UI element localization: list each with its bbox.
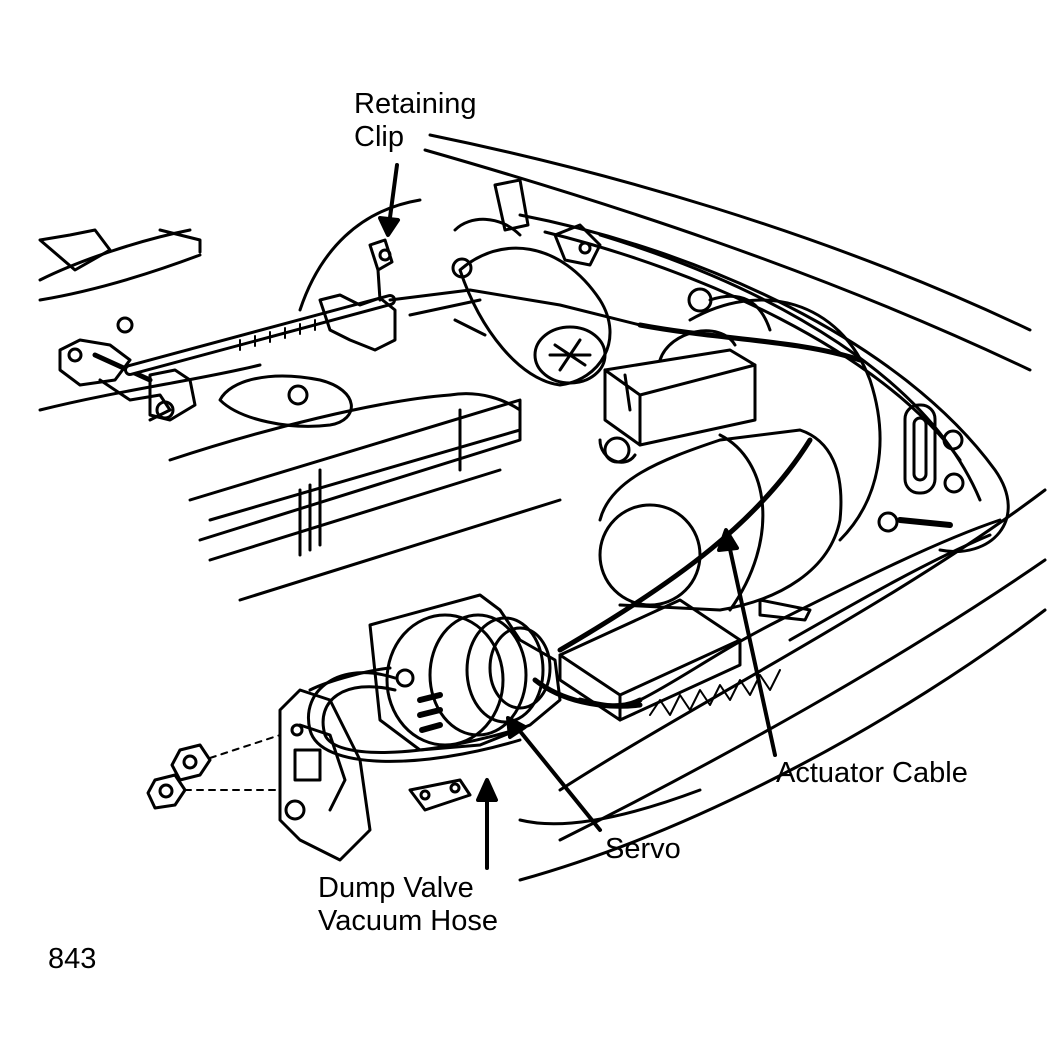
mounting-nuts [146,734,281,810]
servo-unit [368,593,643,752]
label-dump-valve-vacuum-hose: Dump Valve Vacuum Hose [318,872,498,938]
lower-fender [518,488,1047,882]
actuator-cable-arrow [726,538,777,757]
servo-arrow [513,723,602,832]
label-actuator-cable: Actuator Cable [776,757,968,789]
callout-arrows [378,163,777,870]
figure-number: 843 [48,943,97,975]
servo-bracket [278,688,472,862]
engine-block [38,228,562,602]
resonator-canister [451,178,612,387]
throttle-linkage [58,316,197,422]
label-retaining-clip: Retaining Clip [354,88,477,154]
label-retaining-clip-line1: Retaining [354,88,477,120]
retaining-clip-arrow [387,163,399,227]
actuator-cable [557,322,1002,716]
retaining-clip-bracket [318,238,397,352]
label-servo: Servo [605,833,681,865]
cable-sleeve [124,288,642,376]
air-intake-duct [598,298,882,612]
label-dump-valve-line1: Dump Valve [318,872,474,904]
dump-valve-vacuum-hose [307,666,522,763]
label-retaining-clip-line2: Clip [354,121,404,153]
strut-tower [877,403,965,533]
fender-outline [298,133,1032,553]
label-dump-valve-line2: Vacuum Hose [318,905,498,937]
